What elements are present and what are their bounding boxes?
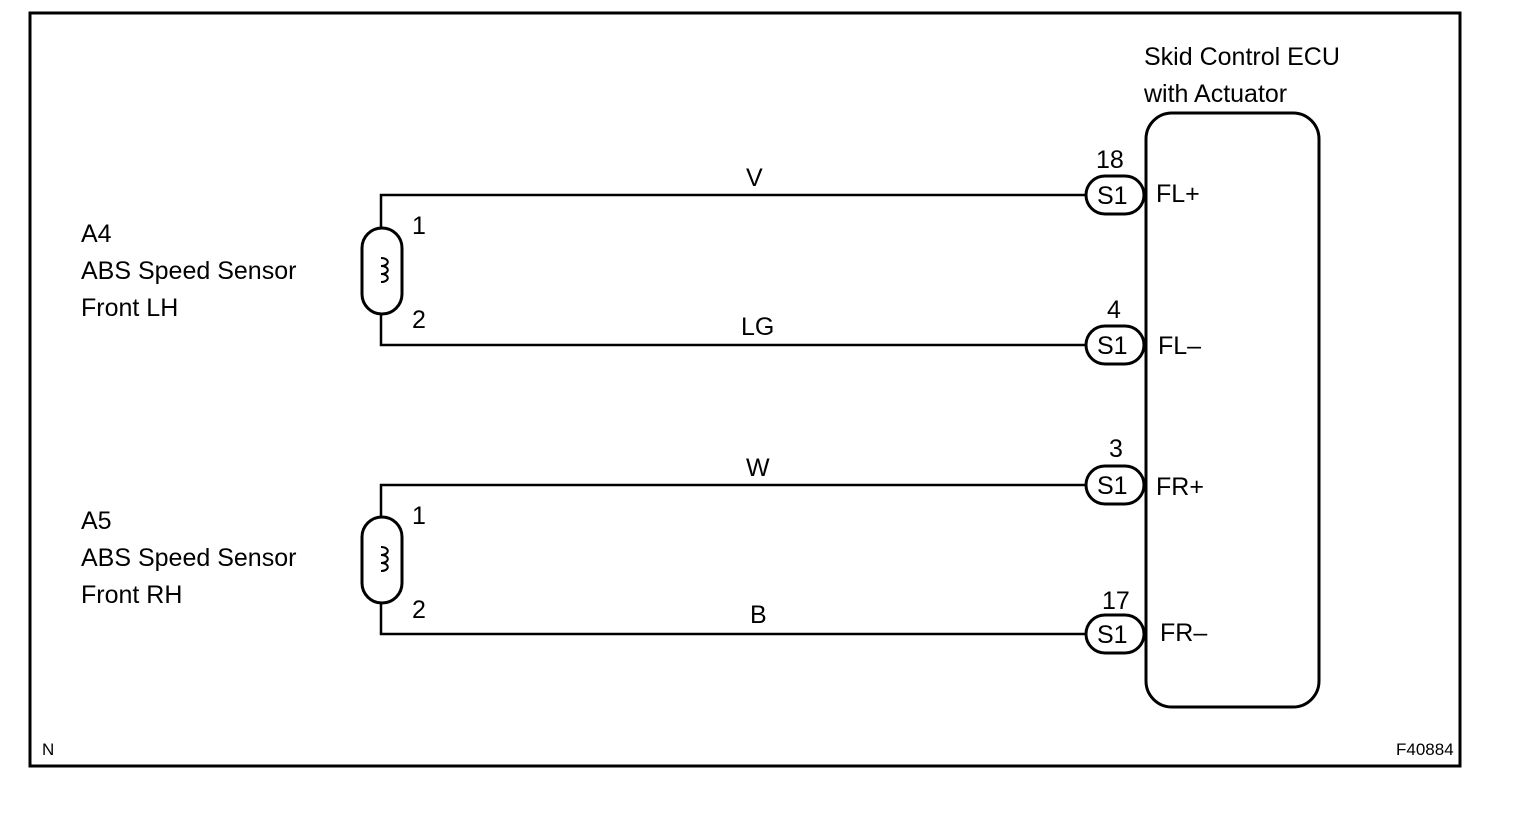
ecu-terminal: FL+ xyxy=(1156,180,1200,208)
connector-id: S1 xyxy=(1097,472,1128,500)
diagram-frame xyxy=(28,11,1462,768)
connector-pill xyxy=(1084,613,1146,655)
coil-icon xyxy=(380,546,389,572)
sensor-a4: A4 ABS Speed Sensor Front LH 1 2 xyxy=(81,212,426,334)
ecu-title-line1: Skid Control ECU xyxy=(1144,43,1340,71)
wire-color-label: LG xyxy=(741,313,774,341)
connector-pill xyxy=(1084,174,1146,216)
sensor-pin-bottom: 2 xyxy=(412,306,426,334)
sensor-body xyxy=(360,515,404,605)
sensor-id: A4 xyxy=(81,220,112,248)
sensor-body xyxy=(360,226,404,316)
wire-color-label: W xyxy=(746,454,770,482)
connector-id: S1 xyxy=(1097,182,1128,210)
connector-fl-minus: S1 4 FL– xyxy=(1084,296,1201,366)
wire-fr-plus xyxy=(379,483,1086,517)
sensor-id: A5 xyxy=(81,507,112,535)
sensor-a5: A5 ABS Speed Sensor Front RH 1 2 xyxy=(81,502,426,624)
sensor-name-line2: Front LH xyxy=(81,294,178,322)
wire-color-label: V xyxy=(746,164,763,192)
wire-color-label: B xyxy=(750,601,767,629)
connector-fr-minus: S1 17 FR– xyxy=(1084,587,1207,655)
connector-pill xyxy=(1084,324,1146,366)
ecu-terminal: FR+ xyxy=(1156,473,1204,501)
ecu-terminal: FR– xyxy=(1160,619,1207,647)
ecu-terminal: FL– xyxy=(1158,332,1201,360)
sensor-pin-top: 1 xyxy=(412,502,426,530)
connector-id: S1 xyxy=(1097,621,1128,649)
footer-right-code: F40884 xyxy=(1396,740,1454,759)
connector-fl-plus: S1 18 FL+ xyxy=(1084,146,1200,216)
sensor-pin-top: 1 xyxy=(412,212,426,240)
wire-fl-plus xyxy=(379,193,1086,228)
connector-pill xyxy=(1084,464,1146,506)
sensor-pin-bottom: 2 xyxy=(412,596,426,624)
wire-fl-minus xyxy=(379,314,1086,347)
coil-icon xyxy=(380,257,389,283)
sensor-name-line2: Front RH xyxy=(81,581,182,609)
connector-pin: 17 xyxy=(1102,587,1130,615)
connector-pin: 18 xyxy=(1096,146,1124,174)
connector-pin: 3 xyxy=(1109,435,1123,463)
sensor-name-line1: ABS Speed Sensor xyxy=(81,544,296,572)
footer-left-code: N xyxy=(42,740,54,759)
connector-fr-plus: S1 3 FR+ xyxy=(1084,435,1204,506)
sensor-name-line1: ABS Speed Sensor xyxy=(81,257,296,285)
connector-pin: 4 xyxy=(1107,296,1121,324)
ecu-box xyxy=(1144,111,1321,709)
ecu-title-line2: with Actuator xyxy=(1143,80,1287,108)
wire-fr-minus xyxy=(379,603,1086,636)
connector-id: S1 xyxy=(1097,332,1128,360)
